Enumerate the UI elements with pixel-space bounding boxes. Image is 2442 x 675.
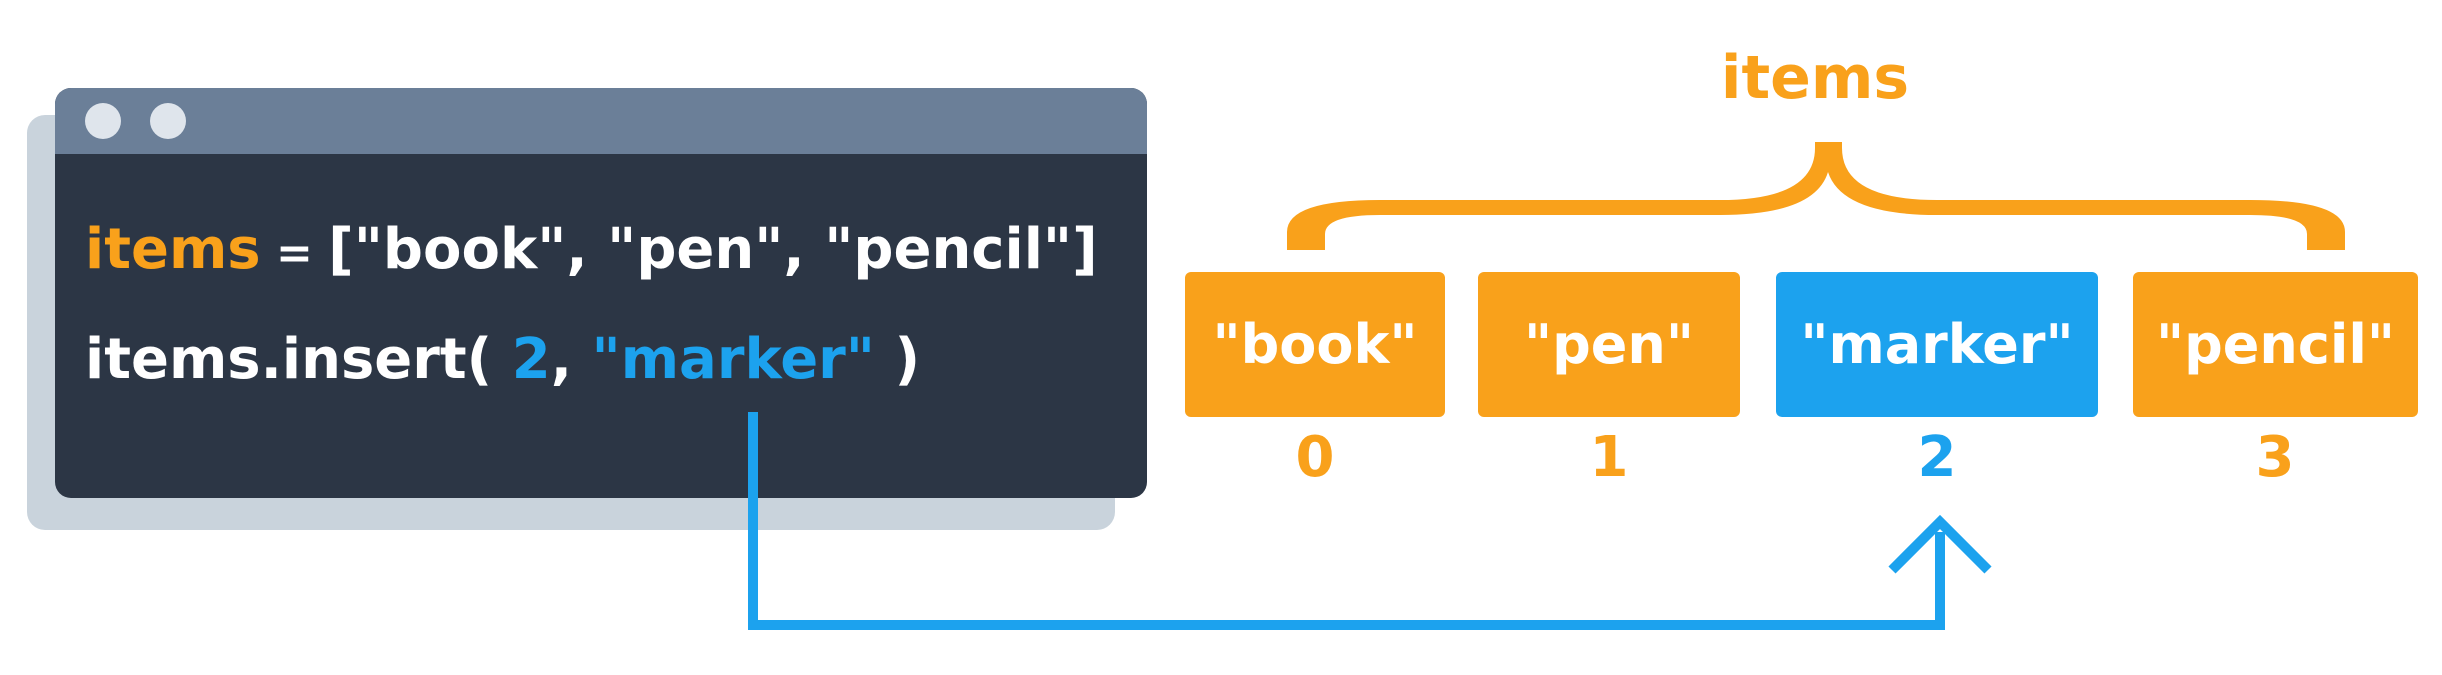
index-label-3: 3: [2255, 425, 2295, 490]
insert-arrow-line: [748, 412, 1945, 630]
list-cell-book: "book": [1185, 272, 1445, 417]
code-variable: items: [85, 217, 261, 282]
code-operator: =: [260, 228, 329, 279]
code-method-call: items.insert(: [85, 327, 512, 392]
list-cell-marker: "marker": [1776, 272, 2098, 417]
code-close-paren: ): [874, 327, 921, 392]
window-dot-icon: [150, 103, 186, 139]
list-cell-pencil: "pencil": [2133, 272, 2418, 417]
curly-brace-icon: [1287, 142, 2345, 250]
index-label-1: 1: [1589, 425, 1629, 490]
list-cell-pen: "pen": [1478, 272, 1740, 417]
code-list-literal: ["book", "pen", "pencil"]: [328, 217, 1098, 282]
code-value-arg: "marker": [591, 327, 875, 392]
code-line-1: items = ["book", "pen", "pencil"]: [85, 222, 1098, 278]
code-editor-window: items = ["book", "pen", "pencil"] items.…: [55, 88, 1147, 498]
window-dot-icon: [85, 103, 121, 139]
index-label-2: 2: [1917, 425, 1957, 490]
index-label-0: 0: [1295, 425, 1335, 490]
arrow-head-icon: [1888, 514, 1992, 574]
list-label: items: [1720, 43, 1910, 113]
editor-titlebar: [55, 88, 1147, 154]
code-line-2: items.insert( 2, "marker" ): [85, 332, 920, 388]
code-comma: ,: [550, 327, 592, 392]
code-index-arg: 2: [511, 327, 551, 392]
